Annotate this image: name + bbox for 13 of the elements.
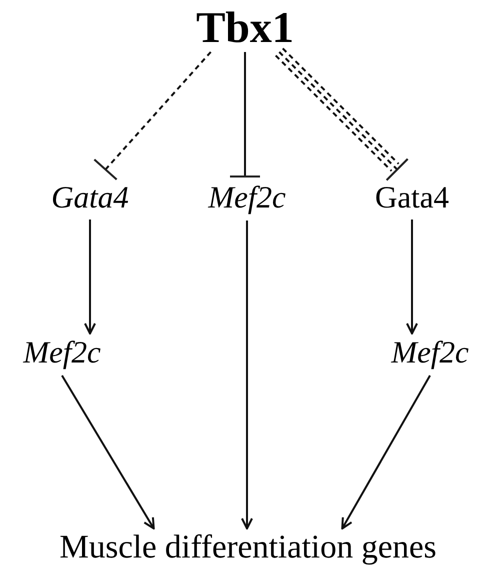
- inhibition-arrow: [274, 47, 409, 182]
- arrow: [61, 374, 155, 530]
- gene-label: Tbx1: [196, 6, 294, 50]
- protein-label: Gata4: [374, 182, 450, 212]
- gene-label: Mef2c: [23, 336, 101, 368]
- gene-label: Gata4: [51, 182, 129, 212]
- arrow: [406, 220, 418, 334]
- arrow: [341, 375, 431, 530]
- target-label: Muscle differentiation genes: [60, 532, 436, 564]
- arrow: [241, 220, 253, 530]
- gene-label: Mef2c: [391, 336, 469, 368]
- arrow: [84, 220, 96, 334]
- gene-label: Mef2c: [208, 182, 286, 212]
